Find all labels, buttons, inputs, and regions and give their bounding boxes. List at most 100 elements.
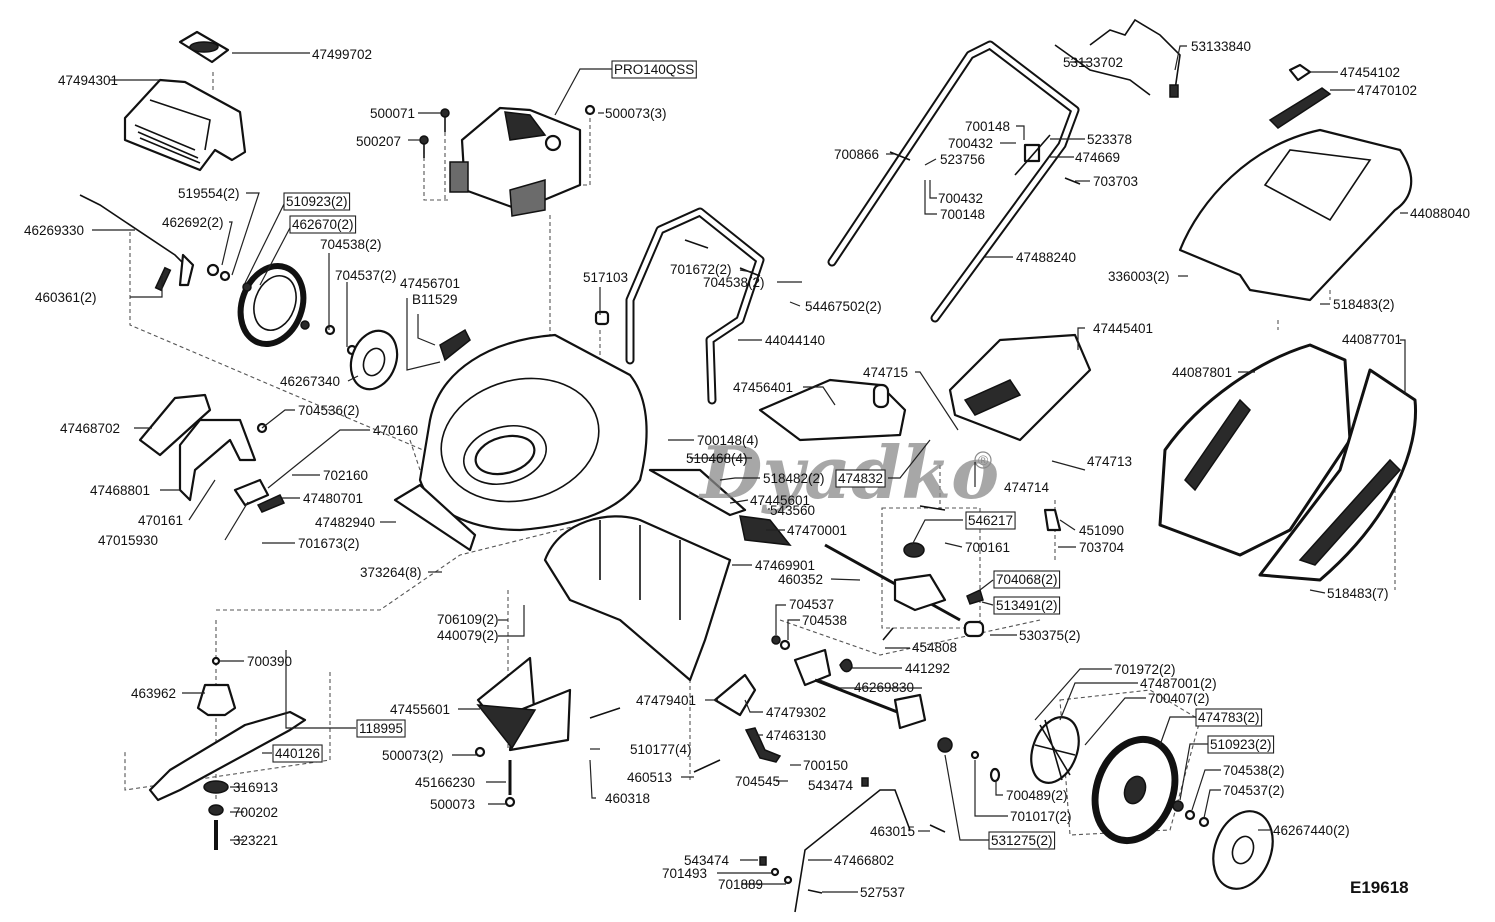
part-label: 46269830: [854, 680, 914, 695]
part-number: B11529: [412, 292, 458, 307]
grass-bag-frame-part: [1178, 63, 1413, 302]
part-number: 704537: [789, 597, 834, 612]
part-number: 700148: [940, 207, 985, 222]
part-number: 316913: [233, 780, 278, 795]
part-label: 531275(2): [988, 831, 1056, 850]
part-label: 517103: [583, 270, 628, 285]
part-label: 47480701: [303, 491, 363, 506]
part-number: 454808: [912, 640, 957, 655]
part-label: 474714: [1004, 480, 1050, 495]
part-number: 701889: [718, 877, 763, 892]
part-number: 700432: [938, 191, 983, 206]
part-number: 47445601: [750, 493, 810, 508]
part-number: 543474: [808, 778, 854, 793]
part-number: 47479302: [766, 705, 826, 720]
label-box: [272, 744, 323, 763]
part-label: 500073: [430, 797, 475, 812]
part-label: 500071: [370, 106, 415, 121]
part-number: 500073(3): [605, 106, 667, 121]
part-label: 323221: [233, 833, 278, 848]
part-number: 702160: [323, 468, 368, 483]
part-number: 46267340: [280, 374, 340, 389]
part-number: 44087701: [1342, 332, 1402, 347]
blade-assembly-part: [148, 656, 307, 850]
part-number: 474715: [863, 365, 908, 380]
part-label: 451090: [1079, 523, 1124, 538]
part-label: 500207: [356, 134, 401, 149]
part-label: 47466802: [834, 853, 894, 868]
part-number: 462692(2): [162, 215, 224, 230]
part-label: 45166230: [415, 775, 475, 790]
part-label: 460513: [627, 770, 672, 785]
part-label: 700161: [965, 540, 1010, 555]
part-number: 47445401: [1093, 321, 1153, 336]
part-number: 700407(2): [1148, 691, 1210, 706]
part-number: 500073: [430, 797, 475, 812]
part-number: 510177(4): [630, 742, 692, 757]
rear-drive-wheel-part: [1030, 716, 1274, 890]
part-number: 47469901: [755, 558, 815, 573]
part-number: 474713: [1087, 454, 1132, 469]
part-number: 543474: [684, 853, 730, 868]
part-number: 474669: [1075, 150, 1120, 165]
part-number: 474714: [1004, 480, 1050, 495]
mower-deck-part: [393, 333, 648, 552]
part-number: 700202: [233, 805, 278, 820]
part-shapes: [79, 18, 1418, 913]
label-box: [993, 596, 1061, 615]
part-label: 47468801: [90, 483, 150, 498]
part-number: 440126: [275, 746, 320, 761]
part-number: 510923(2): [1210, 737, 1272, 752]
part-label: 704538(2): [703, 275, 765, 290]
part-number: 700148: [965, 119, 1010, 134]
part-number: 700489(2): [1006, 788, 1068, 803]
clip-part: [989, 767, 1001, 783]
part-labels: 4749970247494301500071500207PRO140QSS500…: [24, 39, 1470, 900]
part-label: 700489(2): [1006, 788, 1068, 803]
part-label: 441292: [905, 661, 950, 676]
part-number: 700150: [803, 758, 848, 773]
part-label: 527537: [860, 885, 905, 900]
part-number: 54467502(2): [805, 299, 882, 314]
part-number: 700161: [965, 540, 1010, 555]
part-label: 44088040: [1410, 206, 1470, 221]
part-label: 46269330: [24, 223, 84, 238]
part-label: 463962: [131, 686, 176, 701]
part-number: 703704: [1079, 540, 1125, 555]
part-number: 47455601: [390, 702, 450, 717]
part-number: 44044140: [765, 333, 825, 348]
part-label: 47499702: [312, 47, 372, 62]
part-label: 543560: [770, 503, 815, 518]
part-number: 704538(2): [1223, 763, 1285, 778]
part-number: 451090: [1079, 523, 1124, 538]
engine-part: [449, 106, 582, 217]
part-label: 704538(2): [320, 237, 382, 252]
part-label: 510923(2): [1207, 735, 1275, 754]
part-label: 118995: [356, 719, 406, 738]
part-label: 523378: [1087, 132, 1132, 147]
part-label: 474715: [863, 365, 908, 380]
part-number: 47468801: [90, 483, 150, 498]
part-label: 460352: [778, 572, 823, 587]
part-label: 44087701: [1342, 332, 1402, 347]
part-number: 700866: [834, 147, 879, 162]
part-number: 500071: [370, 106, 415, 121]
part-number: 463015: [870, 824, 915, 839]
part-label: 47445401: [1093, 321, 1153, 336]
part-number: 470161: [138, 513, 183, 528]
part-label: 47488240: [1016, 250, 1076, 265]
part-label: 44044140: [765, 333, 825, 348]
part-label: 47487001(2): [1140, 676, 1217, 691]
part-label: 700432: [938, 191, 983, 206]
part-number: 700148(4): [697, 433, 759, 448]
left-rear-wheel-part: [237, 263, 310, 347]
part-number: 47488240: [1016, 250, 1076, 265]
part-number: 523756: [940, 152, 985, 167]
part-label: 704545: [735, 774, 780, 789]
part-number: 700390: [247, 654, 292, 669]
part-label: 700407(2): [1148, 691, 1210, 706]
part-number: 441292: [905, 661, 950, 676]
part-label: 53133702: [1063, 55, 1123, 70]
part-number: 47480701: [303, 491, 363, 506]
part-label: 47456401: [733, 380, 793, 395]
